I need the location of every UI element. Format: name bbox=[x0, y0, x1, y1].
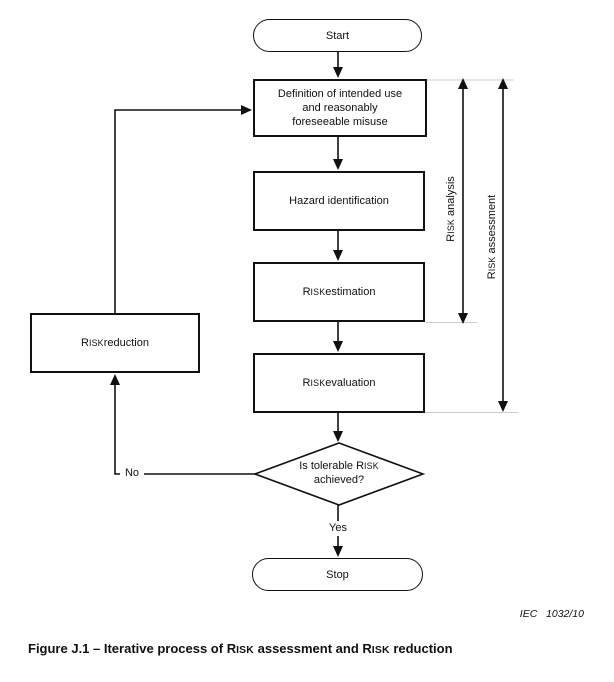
iec-reference: IEC 1032/10 bbox=[519, 608, 584, 620]
arrow-no-to-risk-reduction bbox=[114, 384, 255, 475]
risk-analysis-bracket-label: RISK analysis bbox=[445, 176, 457, 242]
arrow-risk-reduction-to-definition bbox=[114, 109, 242, 313]
decision-diamond-shape bbox=[252, 442, 426, 506]
figure-caption: Figure J.1 – Iterative process of RISK a… bbox=[28, 641, 453, 656]
stop-node: Stop bbox=[252, 558, 423, 591]
yes-label: Yes bbox=[320, 521, 356, 536]
start-node: Start bbox=[253, 19, 422, 52]
no-label: No bbox=[120, 466, 144, 481]
bracket-tick-lines bbox=[425, 79, 518, 413]
arrowheads bbox=[110, 67, 508, 557]
hazard-identification-box: Hazard identification bbox=[253, 171, 425, 231]
risk-assessment-bracket-label: RISK assessment bbox=[486, 194, 498, 280]
decision-diamond-label: Is tolerable RISK achieved? bbox=[299, 460, 379, 486]
definition-box: Definition of intended use and reasonabl… bbox=[253, 79, 427, 137]
